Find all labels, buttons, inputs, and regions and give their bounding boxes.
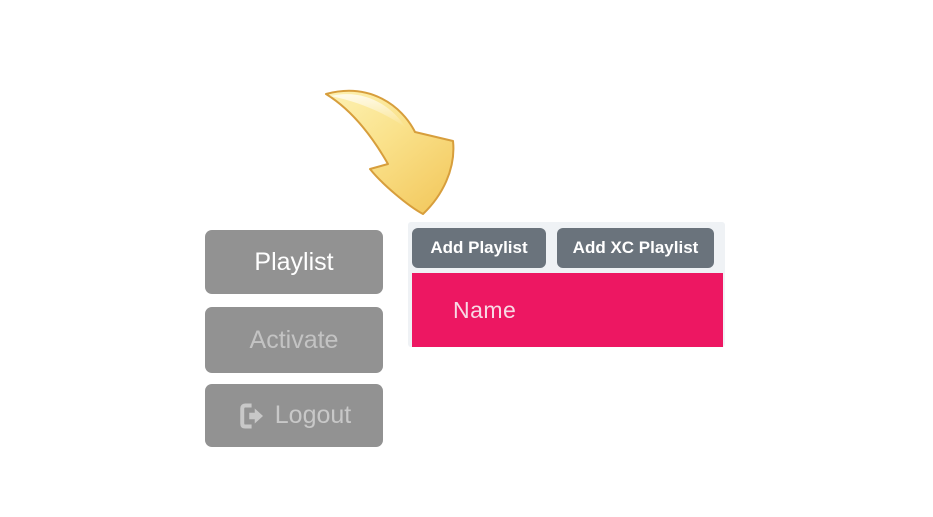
sidebar-item-activate[interactable]: Activate [205, 307, 383, 373]
sidebar-item-playlist[interactable]: Playlist [205, 230, 383, 294]
table-header-row: Name [412, 273, 723, 347]
logout-icon [237, 402, 265, 430]
sidebar-item-playlist-label: Playlist [254, 247, 334, 276]
sidebar-item-activate-label: Activate [249, 325, 339, 354]
add-playlist-button[interactable]: Add Playlist [412, 228, 546, 268]
sidebar-item-logout[interactable]: Logout [205, 384, 383, 447]
curved-arrow-icon [320, 84, 472, 224]
sidebar-item-logout-label: Logout [274, 401, 352, 429]
table-header-name: Name [453, 296, 517, 323]
add-xc-playlist-button[interactable]: Add XC Playlist [557, 228, 714, 268]
playlist-panel: Add Playlist Add XC Playlist Name [408, 222, 725, 347]
